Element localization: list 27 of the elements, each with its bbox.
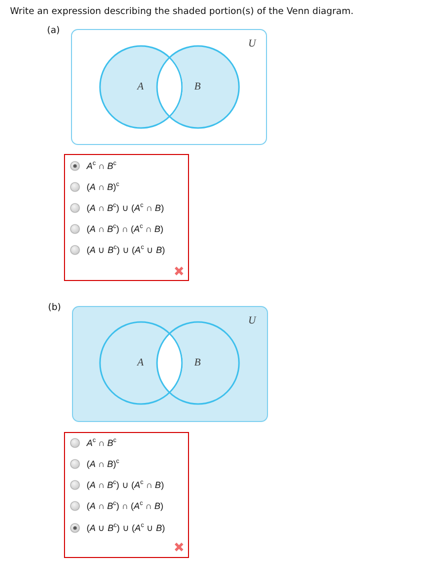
set-circle (98, 320, 182, 404)
option-label: (A ∪ B$^{c}$) ∪ (A$^{c}$ ∪ B) (86, 522, 165, 534)
set-circle (156, 320, 240, 404)
universe-label: U (248, 38, 256, 50)
set-label: A (137, 357, 144, 368)
option-label: (A ∪ B$^{c}$) ∪ (A$^{c}$ ∪ B) (86, 244, 165, 256)
set-label: A (137, 81, 144, 92)
option-label: (A ∩ B$^{c}$) ∪ (A$^{c}$ ∩ B) (86, 202, 164, 214)
option-label: A$^{c}$ ∩ B$^{c}$ (86, 436, 116, 449)
question-text: Write an expression describing the shaded portion(s) of the Venn diagram. (10, 6, 354, 18)
universe-label: U (248, 316, 256, 326)
part-label: (a) (47, 25, 60, 37)
set-circle (156, 44, 240, 128)
part-label: (b) (48, 302, 62, 314)
option-label: (A ∩ B$^{c}$) ∩ (A$^{c}$ ∩ B) (86, 222, 164, 235)
universe-box (71, 29, 267, 145)
option-label: (A ∩ B)$^{c}$ (86, 458, 120, 470)
universe-box (72, 306, 268, 422)
set-circle (98, 44, 182, 128)
option-label: (A ∩ B$^{c}$) ∩ (A$^{c}$ ∩ B) (86, 500, 164, 512)
option-label: (A ∩ B$^{c}$) ∪ (A$^{c}$ ∩ B) (86, 479, 164, 492)
set-label: B (194, 81, 201, 92)
set-label: B (194, 357, 201, 368)
answer-choices-panel (64, 154, 189, 281)
answer-choices-panel (64, 432, 189, 558)
option-label: A$^{c}$ ∩ B$^{c}$ (86, 160, 116, 172)
option-label: (A ∩ B)$^{c}$ (86, 180, 120, 193)
